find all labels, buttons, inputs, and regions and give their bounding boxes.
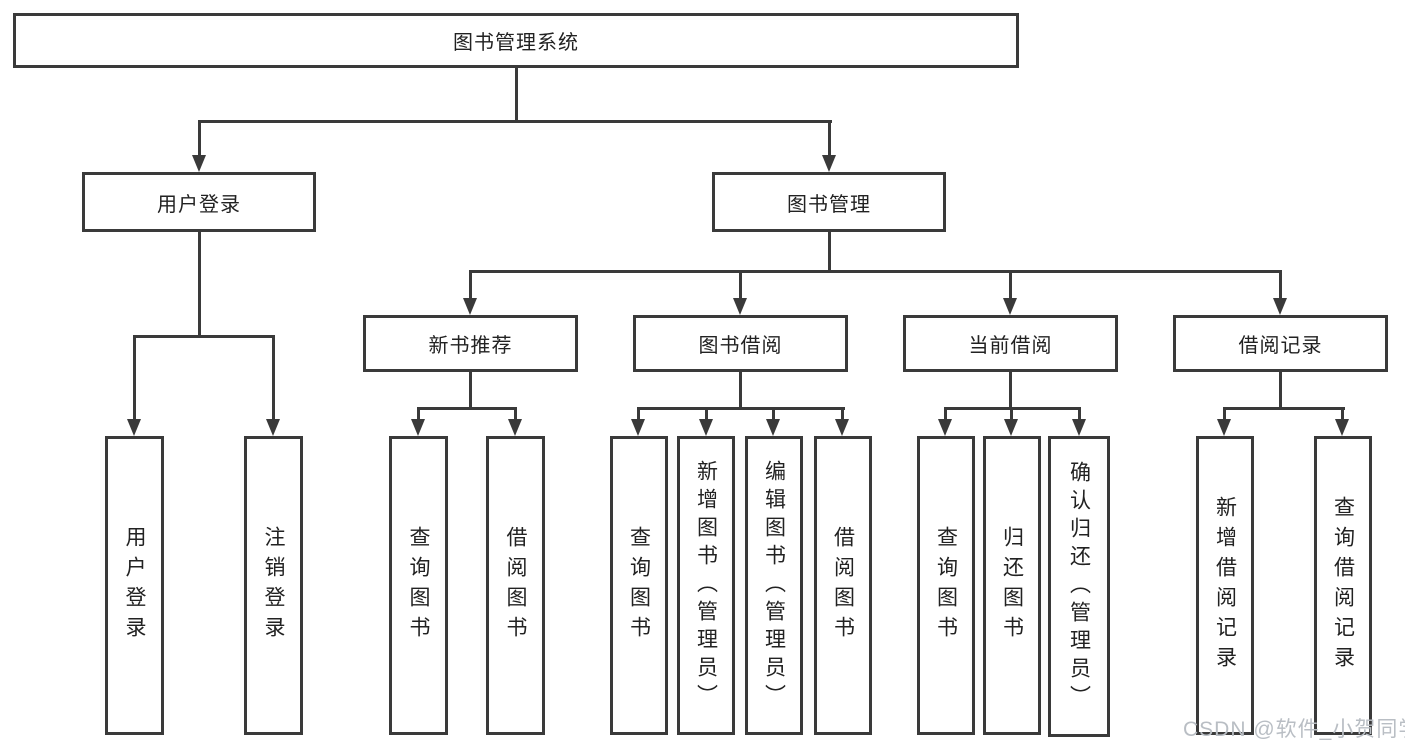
connector-horizontal	[417, 407, 517, 410]
connector-stub	[772, 407, 775, 421]
connector-horizontal	[1223, 407, 1345, 410]
leaf-query-books-recommend: 查询图书	[389, 436, 448, 735]
connector-stub	[272, 335, 275, 420]
node-label: 归还图书	[1000, 525, 1024, 646]
connector-vertical	[739, 372, 742, 407]
connector-stub	[133, 335, 136, 420]
arrow-down-icon	[192, 155, 206, 172]
node-label: 图书管理系统	[453, 32, 579, 54]
node-label: 查询借阅记录	[1331, 495, 1355, 676]
connector-stub	[514, 407, 517, 421]
leaf-add-borrow-record: 新增借阅记录	[1196, 436, 1254, 735]
connector-stub	[944, 407, 947, 421]
arrow-down-icon	[733, 298, 747, 315]
connector-book-mgmt-vertical	[828, 232, 831, 270]
connector-stub	[469, 270, 472, 299]
node-label: 用户登录	[157, 193, 241, 216]
node-label: 借阅图书	[504, 525, 527, 646]
leaf-borrow-books: 借阅图书	[814, 436, 872, 735]
node-label: 确认归还（管理员）	[1067, 460, 1091, 713]
leaf-return-books: 归还图书	[983, 436, 1041, 735]
arrow-down-icon	[1072, 419, 1086, 436]
connector-stub	[1341, 407, 1344, 421]
leaf-edit-book-admin: 编辑图书（管理员）	[745, 436, 803, 735]
node-book-management: 图书管理	[712, 172, 946, 232]
connector-stub	[637, 407, 640, 421]
connector-stub	[417, 407, 420, 421]
node-label: 注销登录	[262, 525, 285, 646]
connector-stub	[1078, 407, 1081, 421]
connector-stub	[1279, 270, 1282, 299]
arrow-down-icon	[631, 419, 645, 436]
node-label: 查询图书	[407, 525, 430, 646]
node-label: 借阅图书	[831, 525, 855, 646]
node-new-book-recommend: 新书推荐	[363, 315, 578, 372]
node-borrowing-records: 借阅记录	[1173, 315, 1388, 372]
node-label: 当前借阅	[968, 335, 1053, 357]
connector-vertical	[1279, 372, 1282, 407]
arrow-down-icon	[1273, 298, 1287, 315]
arrow-down-icon	[1335, 419, 1349, 436]
connector-stub	[841, 407, 844, 421]
connector-stub	[1010, 407, 1013, 421]
connector-root-vertical	[515, 68, 518, 120]
node-label: 查询图书	[627, 525, 651, 646]
node-label: 借阅记录	[1238, 335, 1323, 357]
connector-stub	[198, 120, 201, 157]
csdn-watermark: CSDN @软件_小贺同学	[1183, 718, 1405, 741]
arrow-down-icon	[1217, 419, 1231, 436]
leaf-confirm-return-admin: 确认归还（管理员）	[1048, 436, 1110, 737]
connector-stub	[828, 120, 831, 157]
connector-horizontal	[637, 407, 845, 410]
arrow-down-icon	[411, 419, 425, 436]
connector-stub	[1223, 407, 1226, 421]
connector-stub	[705, 407, 708, 421]
node-label: 新增借阅记录	[1213, 495, 1237, 676]
node-label: 图书管理	[787, 193, 871, 216]
node-current-borrowing: 当前借阅	[903, 315, 1118, 372]
arrow-down-icon	[127, 419, 141, 436]
node-book-borrowing: 图书借阅	[633, 315, 848, 372]
connector-user-login-horizontal	[133, 335, 275, 338]
connector-root-horizontal	[198, 120, 832, 123]
leaf-logout: 注销登录	[244, 436, 303, 735]
connector-stub	[1009, 270, 1012, 299]
arrow-down-icon	[1004, 419, 1018, 436]
arrow-down-icon	[1003, 298, 1017, 315]
arrow-down-icon	[266, 419, 280, 436]
leaf-query-books-current: 查询图书	[917, 436, 975, 735]
connector-stub	[739, 270, 742, 299]
leaf-query-books-borrowing: 查询图书	[610, 436, 668, 735]
connector-user-login-vertical	[198, 232, 201, 335]
node-library-management-system: 图书管理系统	[13, 13, 1019, 68]
node-label: 图书借阅	[698, 335, 783, 357]
node-user-login: 用户登录	[82, 172, 316, 232]
arrow-down-icon	[508, 419, 522, 436]
leaf-add-book-admin: 新增图书（管理员）	[677, 436, 735, 735]
arrow-down-icon	[766, 419, 780, 436]
node-label: 查询图书	[934, 525, 958, 646]
node-label: 新增图书（管理员）	[694, 459, 718, 712]
connector-vertical	[469, 372, 472, 407]
node-label: 用户登录	[123, 525, 146, 646]
node-label: 编辑图书（管理员）	[762, 459, 786, 712]
arrow-down-icon	[699, 419, 713, 436]
leaf-borrow-books-recommend: 借阅图书	[486, 436, 545, 735]
arrow-down-icon	[938, 419, 952, 436]
leaf-query-borrow-record: 查询借阅记录	[1314, 436, 1372, 735]
connector-vertical	[1009, 372, 1012, 407]
node-label: 新书推荐	[428, 335, 513, 357]
arrow-down-icon	[463, 298, 477, 315]
leaf-user-login: 用户登录	[105, 436, 164, 735]
arrow-down-icon	[822, 155, 836, 172]
connector-book-mgmt-horizontal	[469, 270, 1282, 273]
arrow-down-icon	[835, 419, 849, 436]
